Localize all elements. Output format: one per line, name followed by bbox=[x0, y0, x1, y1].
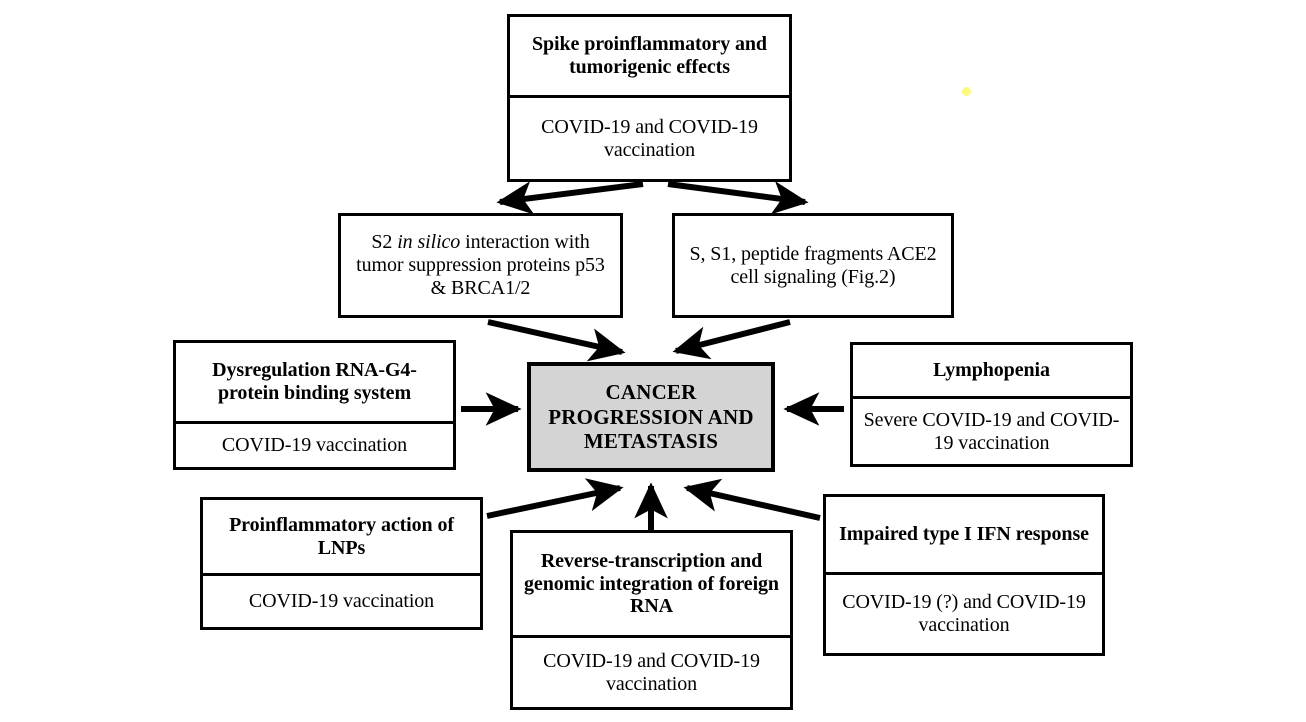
arrow-s2-to-cancer bbox=[487, 319, 626, 362]
node-ifn-impaired-title: Impaired type I IFN response bbox=[839, 523, 1089, 546]
node-s2-in-silico-title-italic: in silico bbox=[397, 231, 461, 254]
node-s2-in-silico-title: S2 in silico interaction with tumor supp… bbox=[341, 216, 620, 315]
node-lymphopenia-subtitle: Severe COVID-19 and COVID-19 vaccination bbox=[853, 396, 1130, 464]
arrow-ifn-to-cancer bbox=[683, 478, 821, 521]
node-spike-effects[interactable]: Spike proinflammatory and tumorigenic ef… bbox=[507, 14, 792, 182]
node-lnp-proinflammatory-subtitle: COVID-19 vaccination bbox=[203, 573, 480, 627]
node-cancer-center-title: CANCER PROGRESSION AND METASTASIS bbox=[548, 379, 754, 454]
node-rna-g4[interactable]: Dysregulation RNA-G4-protein binding sys… bbox=[173, 340, 456, 470]
node-ifn-impaired[interactable]: Impaired type I IFN response COVID-19 (?… bbox=[823, 494, 1105, 656]
arrow-spike-to-ace2 bbox=[667, 181, 809, 215]
arrow-ace2-to-cancer bbox=[672, 319, 791, 360]
node-reverse-transcription-title: Reverse-transcription and genomic integr… bbox=[524, 549, 779, 618]
node-spike-effects-title: Spike proinflammatory and tumorigenic ef… bbox=[532, 33, 767, 78]
node-ace2-signaling[interactable]: S, S1, peptide fragments ACE2 cell signa… bbox=[672, 213, 954, 318]
arrow-spike-to-s2 bbox=[496, 181, 644, 215]
node-s2-in-silico-title-pre: S2 bbox=[371, 231, 398, 254]
node-reverse-transcription[interactable]: Reverse-transcription and genomic integr… bbox=[510, 530, 793, 710]
node-rna-g4-subtitle: COVID-19 vaccination bbox=[176, 421, 453, 467]
node-lnp-proinflammatory[interactable]: Proinflammatory action of LNPs COVID-19 … bbox=[200, 497, 483, 630]
node-spike-effects-subtitle: COVID-19 and COVID-19 vaccination bbox=[510, 95, 789, 179]
node-rna-g4-title: Dysregulation RNA-G4-protein binding sys… bbox=[212, 359, 417, 404]
node-lnp-proinflammatory-title: Proinflammatory action of LNPs bbox=[229, 513, 454, 559]
node-ifn-impaired-subtitle: COVID-19 (?) and COVID-19 vaccination bbox=[826, 572, 1102, 653]
node-s2-in-silico-title-post: interaction with tumor suppression prote… bbox=[356, 231, 605, 299]
node-s2-in-silico[interactable]: S2 in silico interaction with tumor supp… bbox=[338, 213, 623, 318]
node-ace2-signaling-title: S, S1, peptide fragments ACE2 cell signa… bbox=[689, 242, 937, 288]
node-lymphopenia[interactable]: Lymphopenia Severe COVID-19 and COVID-19… bbox=[850, 342, 1133, 467]
arrow-lnp-to-cancer bbox=[486, 478, 624, 519]
node-reverse-transcription-subtitle: COVID-19 and COVID-19 vaccination bbox=[513, 635, 790, 707]
node-lymphopenia-title: Lymphopenia bbox=[933, 359, 1050, 382]
node-cancer-center[interactable]: CANCER PROGRESSION AND METASTASIS bbox=[527, 362, 775, 472]
yellow-speck-artifact bbox=[962, 87, 971, 96]
